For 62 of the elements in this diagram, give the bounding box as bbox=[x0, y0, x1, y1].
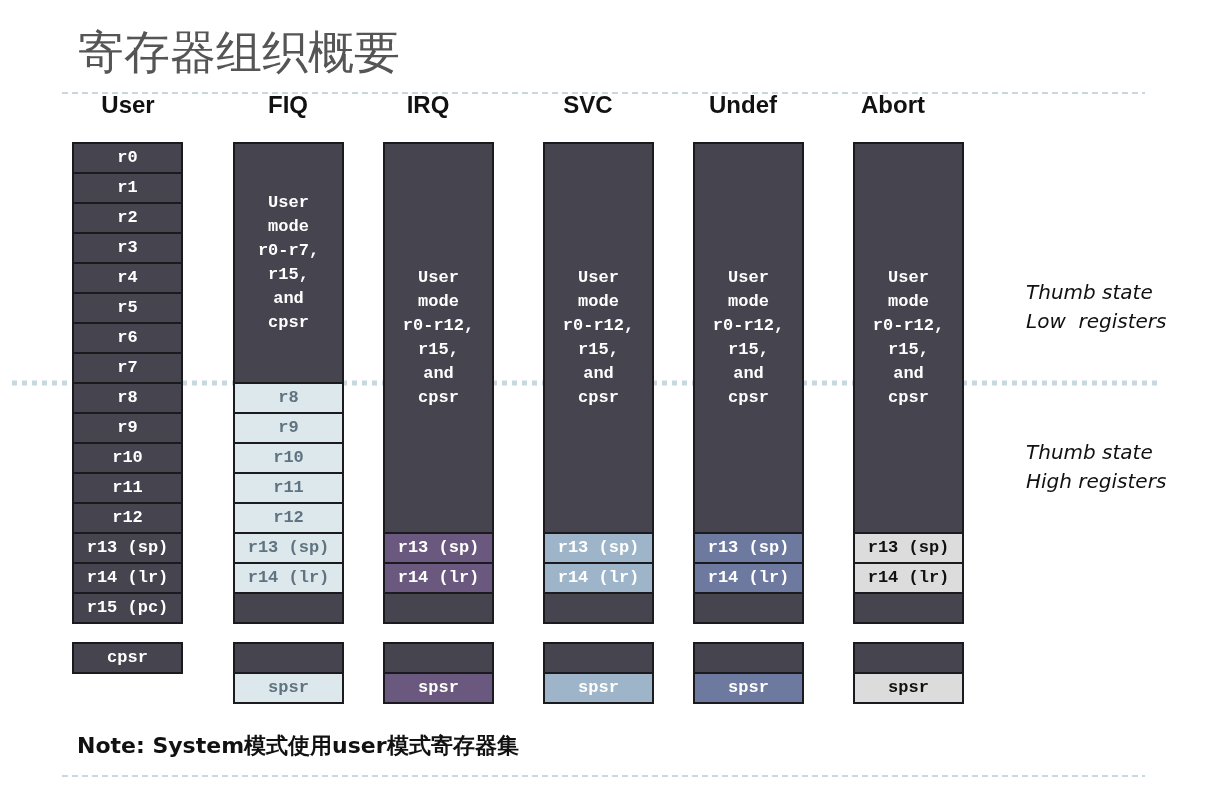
register-cell: r10 bbox=[233, 442, 344, 474]
register-cell: r8 bbox=[72, 382, 183, 414]
register-cell: cpsr bbox=[72, 642, 183, 674]
column-heading: Undef bbox=[709, 91, 777, 119]
register-cell: r13 (sp) bbox=[693, 532, 804, 564]
column-heading: FIQ bbox=[268, 91, 308, 119]
register-cell: r7 bbox=[72, 352, 183, 384]
note-text: Thumb state Low registers bbox=[1026, 279, 1168, 335]
empty-register-cell bbox=[543, 592, 654, 624]
title: 寄存器组织概要 bbox=[78, 24, 400, 81]
register-cell: r14 (lr) bbox=[233, 562, 344, 594]
register-cell: r13 (sp) bbox=[853, 532, 964, 564]
note-text: Note: System模式使用user模式寄存器集 bbox=[77, 732, 519, 760]
register-cell: r1 bbox=[72, 172, 183, 204]
register-cell: spsr bbox=[383, 672, 494, 704]
column-heading: SVC bbox=[563, 91, 613, 119]
register-cell: spsr bbox=[233, 672, 344, 704]
register-cell: r9 bbox=[72, 412, 183, 444]
register-cell: r6 bbox=[72, 322, 183, 354]
register-cell: r0 bbox=[72, 142, 183, 174]
column-heading: User bbox=[101, 91, 155, 119]
register-cell: spsr bbox=[853, 672, 964, 704]
register-cell: spsr bbox=[543, 672, 654, 704]
register-cell: r14 (lr) bbox=[543, 562, 654, 594]
empty-register-cell bbox=[233, 592, 344, 624]
register-block: User mode r0-r12, r15, and cpsr bbox=[853, 142, 964, 534]
register-cell: spsr bbox=[693, 672, 804, 704]
register-cell: r12 bbox=[233, 502, 344, 534]
register-cell: r13 (sp) bbox=[383, 532, 494, 564]
empty-register-cell bbox=[693, 592, 804, 624]
register-block: User mode r0-r12, r15, and cpsr bbox=[693, 142, 804, 534]
register-cell: r12 bbox=[72, 502, 183, 534]
empty-register-cell bbox=[383, 592, 494, 624]
register-cell: r14 (lr) bbox=[693, 562, 804, 594]
register-cell: r3 bbox=[72, 232, 183, 264]
register-cell: r14 (lr) bbox=[72, 562, 183, 594]
register-cell: r5 bbox=[72, 292, 183, 324]
register-cell: r13 (sp) bbox=[72, 532, 183, 564]
register-cell: r11 bbox=[233, 472, 344, 504]
register-block: User mode r0-r7, r15, and cpsr bbox=[233, 142, 344, 384]
register-block: User mode r0-r12, r15, and cpsr bbox=[543, 142, 654, 534]
register-cell: r13 (sp) bbox=[543, 532, 654, 564]
register-cell: r14 (lr) bbox=[383, 562, 494, 594]
register-cell: r2 bbox=[72, 202, 183, 234]
register-cell: r15 (pc) bbox=[72, 592, 183, 624]
empty-register-cell bbox=[853, 642, 964, 674]
register-block: User mode r0-r12, r15, and cpsr bbox=[383, 142, 494, 534]
column-heading: IRQ bbox=[406, 91, 450, 119]
empty-register-cell bbox=[693, 642, 804, 674]
register-cell: r10 bbox=[72, 442, 183, 474]
register-cell: r9 bbox=[233, 412, 344, 444]
note-text: Thumb state High registers bbox=[1026, 439, 1168, 495]
column-heading: Abort bbox=[861, 91, 925, 119]
register-cell: r13 (sp) bbox=[233, 532, 344, 564]
register-cell: r4 bbox=[72, 262, 183, 294]
empty-register-cell bbox=[853, 592, 964, 624]
empty-register-cell bbox=[233, 642, 344, 674]
register-cell: r14 (lr) bbox=[853, 562, 964, 594]
register-cell: r11 bbox=[72, 472, 183, 504]
empty-register-cell bbox=[383, 642, 494, 674]
register-cell: r8 bbox=[233, 382, 344, 414]
empty-register-cell bbox=[543, 642, 654, 674]
